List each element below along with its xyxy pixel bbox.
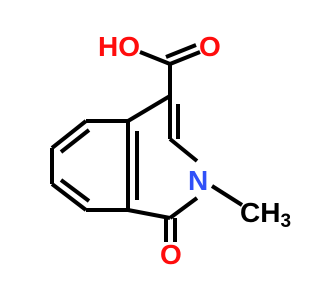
bond-c7-c8-inner <box>59 178 91 203</box>
bond-ccooh-oh <box>139 50 171 66</box>
bond-c5-c6-inner <box>59 128 91 154</box>
molecule-canvas: HO O N CH3 O <box>50 31 292 270</box>
methyl-subscript: 3 <box>280 211 291 232</box>
bond-layer <box>50 43 244 242</box>
bond-c1-c8a <box>127 208 171 220</box>
bond-n2-c1 <box>168 196 199 220</box>
ring-nitrogen-label: N <box>188 165 208 196</box>
bond-ccooh-o-b <box>165 43 197 59</box>
ring-carbonyl-oxygen-label: O <box>160 239 182 270</box>
bond-ccooh-o-a <box>169 50 201 66</box>
methyl-carbon-text: CH <box>240 197 280 228</box>
methyl-label: CH3 <box>240 197 291 232</box>
bond-n2-methyl <box>210 184 244 207</box>
bond-c3-n2 <box>168 137 199 163</box>
label-layer: HO O N CH3 O <box>98 31 291 270</box>
bond-c5-c6 <box>50 119 88 150</box>
bond-c7-c8 <box>50 182 88 212</box>
acid-carbonyl-oxygen-label: O <box>199 31 221 62</box>
hydroxyl-label: HO <box>98 31 140 62</box>
bond-c4a-c4 <box>126 94 172 123</box>
structure-diagram: HO O N CH3 O <box>50 31 291 270</box>
